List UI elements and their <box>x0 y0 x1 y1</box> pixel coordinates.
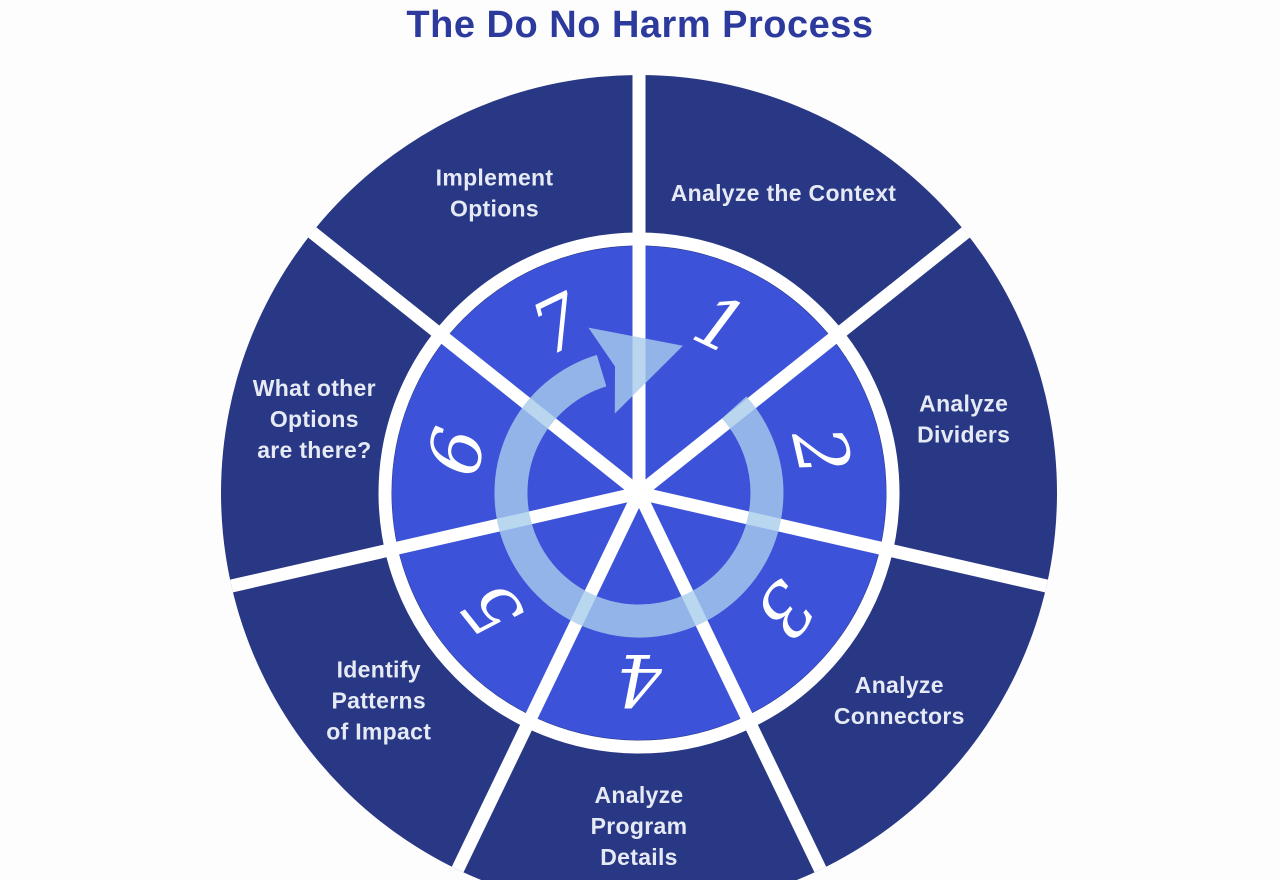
cycle-arrow-head <box>588 327 683 414</box>
segment-divider <box>637 486 1048 593</box>
segment-divider <box>308 227 644 499</box>
cycle-arrow-icon <box>494 327 784 638</box>
step-number-4: 4 <box>616 638 663 722</box>
center-hub <box>624 478 654 508</box>
segment-divider <box>451 490 645 873</box>
segment-divider <box>633 490 827 873</box>
cycle-arrow-arc <box>494 354 784 638</box>
segment-label-1: Analyze the Context <box>671 180 897 206</box>
page-title: The Do No Harm Process <box>406 4 874 46</box>
segment-divider <box>230 486 641 593</box>
segment-divider <box>634 227 970 499</box>
segment-dividers <box>230 75 1048 873</box>
